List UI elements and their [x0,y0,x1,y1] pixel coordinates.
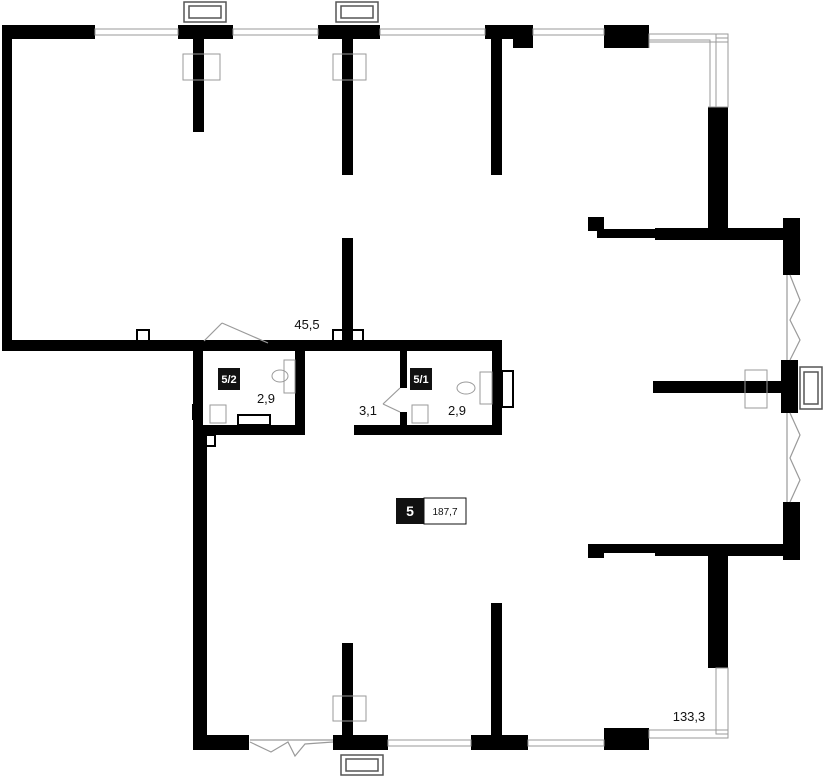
unit-area: 187,7 [432,507,457,518]
area-label-left-hall: 45,5 [294,317,319,332]
room-badge-5-1: 5/1 [410,368,432,390]
area-label-corridor: 3,1 [359,403,377,418]
room-badge-label: 5/2 [221,374,236,386]
area-label-right-hall: 133,3 [673,709,706,724]
room-area-label: 2,9 [257,391,275,406]
room-badge-5-2: 5/2 [218,368,240,390]
window-radiators [183,1,823,776]
doors [203,274,801,758]
unit-badge: 5 187,7 [396,497,467,525]
column-notches [136,329,364,447]
windows [94,28,729,747]
walls [2,25,800,750]
room-area-label: 2,9 [448,403,466,418]
room-badge-label: 5/1 [413,374,428,386]
fixtures [182,53,768,722]
unit-number: 5 [406,503,414,519]
